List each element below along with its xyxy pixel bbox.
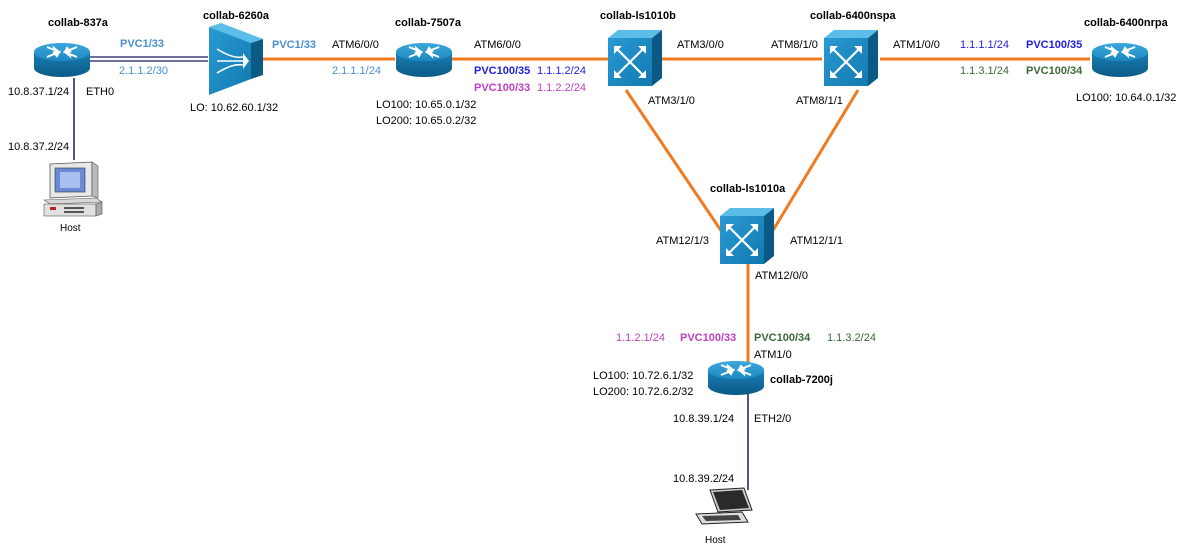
pvc-label: PVC100/34 [754, 332, 811, 344]
interface-label: ATM3/1/0 [648, 95, 695, 107]
loopback-label: LO: 10.62.60.1/32 [190, 102, 278, 114]
ip-label: 1.1.2.2/24 [537, 82, 586, 94]
ip-label: 1.1.3.1/24 [960, 65, 1009, 77]
ip-label: 1.1.2.1/24 [616, 332, 665, 344]
pvc-label: PVC100/34 [1026, 65, 1083, 77]
ip-label: 10.8.37.2/24 [8, 141, 69, 153]
loopback-label: LO200: 10.65.0.2/32 [376, 115, 476, 127]
interface-label: ATM12/1/1 [790, 235, 843, 247]
ip-label: 1.1.3.2/24 [827, 332, 876, 344]
atm-switch-icon[interactable] [718, 206, 776, 266]
pvc-label: PVC100/35 [1026, 39, 1082, 51]
links [66, 56, 1090, 490]
interface-label: ATM1/0/0 [893, 39, 940, 51]
pvc-label: PVC100/35 [474, 65, 530, 77]
desktop-pc-icon[interactable] [43, 161, 103, 217]
interface-label: ATM3/0/0 [677, 39, 724, 51]
laptop-icon[interactable] [695, 487, 753, 525]
device-name-837a: collab-837a [48, 17, 109, 29]
atm-switch-icon[interactable] [606, 28, 664, 88]
ip-label: 1.1.1.1/24 [960, 39, 1009, 51]
pvc-label: PVC100/33 [680, 332, 736, 344]
interface-label: ATM12/1/3 [656, 235, 709, 247]
router-icon[interactable] [395, 42, 453, 78]
atm-switch-icon[interactable] [822, 28, 880, 88]
ip-label: 2.1.1.1/24 [332, 65, 381, 77]
ip-label: 1.1.1.2/24 [537, 65, 586, 77]
interface-label: ATM1/0 [754, 349, 792, 361]
interface-label: ATM8/1/1 [796, 95, 843, 107]
loopback-label: LO100: 10.72.6.1/32 [593, 370, 693, 382]
dslam-icon[interactable] [209, 23, 263, 95]
loopback-label: LO200: 10.72.6.2/32 [593, 386, 693, 398]
device-name-6400nrpa: collab-6400nrpa [1084, 17, 1169, 29]
host-label-1: Host [60, 223, 81, 234]
device-name-ls1010a: collab-ls1010a [710, 183, 786, 195]
host-label-2: Host [705, 535, 726, 546]
device-name-6260a: collab-6260a [203, 10, 270, 22]
pvc-label: PVC1/33 [272, 39, 316, 51]
interface-label: ATM6/0/0 [474, 39, 521, 51]
router-icon[interactable] [707, 360, 765, 396]
device-name-7200j: collab-7200j [770, 374, 833, 386]
pvc-label: PVC1/33 [120, 38, 164, 50]
atm-link-6400nspa-ls1010a [770, 89, 860, 233]
ip-label: 10.8.39.1/24 [673, 413, 734, 425]
loopback-label: LO100: 10.65.0.1/32 [376, 99, 476, 111]
loopback-label: LO100: 10.64.0.1/32 [1076, 92, 1176, 104]
atm-link-ls1010b-ls1010a [624, 89, 724, 233]
router-icon[interactable] [1091, 42, 1149, 78]
device-name-7507a: collab-7507a [395, 17, 462, 29]
ip-label: 10.8.37.1/24 [8, 86, 69, 98]
ip-label: 2.1.1.2/30 [119, 65, 168, 77]
interface-label: ETH0 [86, 86, 114, 98]
router-icon[interactable] [33, 42, 91, 78]
interface-label: ATM12/0/0 [755, 270, 808, 282]
pvc-label: PVC100/33 [474, 82, 530, 94]
interface-label: ETH2/0 [754, 413, 791, 425]
interface-label: ATM8/1/0 [771, 39, 818, 51]
device-name-ls1010b: collab-ls1010b [600, 10, 676, 22]
ip-label: 10.8.39.2/24 [673, 473, 734, 485]
interface-label: ATM6/0/0 [332, 39, 379, 51]
device-name-6400nspa: collab-6400nspa [810, 10, 896, 22]
